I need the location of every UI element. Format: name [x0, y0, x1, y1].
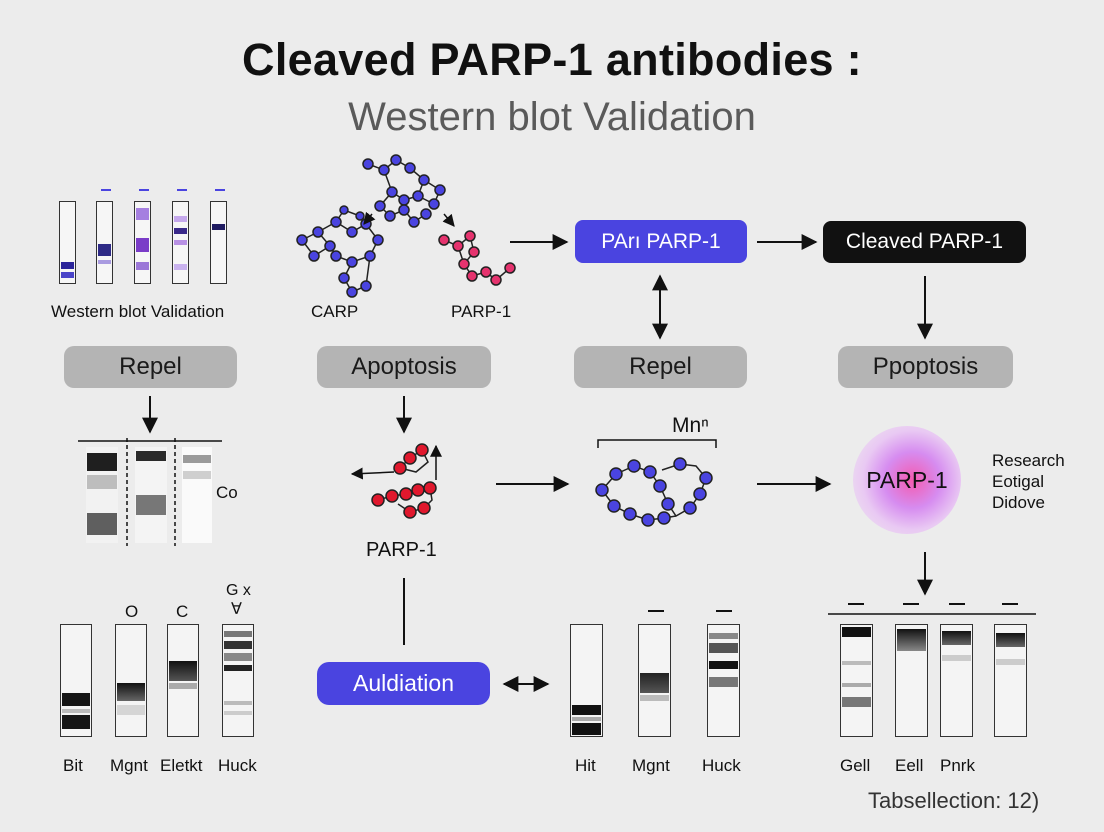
- gel-lane: [182, 447, 212, 543]
- mn-label: Mnⁿ: [672, 414, 709, 437]
- label-eletkt: Eletkt: [160, 756, 203, 775]
- footer-text: Tabsellection: 12): [868, 788, 1040, 813]
- page-subtitle: Western blot Validation: [348, 95, 756, 139]
- co-label: Co: [216, 483, 238, 502]
- molecule-carp: [296, 205, 384, 298]
- molecule-top-center: [362, 154, 446, 228]
- research-line: Eotigal: [992, 472, 1044, 491]
- gel-lane-bit: [60, 624, 92, 737]
- parp-box: PArı PARP-1: [575, 220, 747, 263]
- gel-lane-mgnt-2: [638, 624, 671, 737]
- label-eell: Eell: [895, 756, 924, 775]
- label-huck: Huck: [218, 756, 257, 775]
- gel-lane: [135, 447, 167, 543]
- carp-label: CARP: [311, 302, 359, 321]
- label-gell: Gell: [840, 756, 871, 775]
- pill-apoptosis: Apoptosis: [317, 346, 491, 388]
- label-hit: Hit: [575, 756, 596, 775]
- western-label: Western blot Validation: [51, 302, 225, 321]
- gel-lane-huck: [222, 624, 254, 737]
- label-mgnt-2: Mgnt: [632, 756, 670, 775]
- gel-lane-mgnt: [115, 624, 147, 737]
- research-text: Research Eotigal Didove: [992, 450, 1065, 513]
- label-pnrk: Pnrk: [940, 756, 975, 775]
- parp1-label-top: PARP-1: [451, 302, 512, 321]
- gel-lane: [86, 447, 118, 543]
- mark-o: O: [125, 602, 139, 621]
- tube: [172, 201, 189, 284]
- tube: [96, 201, 113, 284]
- gel-lane-eletkt: [167, 624, 199, 737]
- pill-ppoptosis: Ppoptosis: [838, 346, 1013, 388]
- tube: [134, 201, 151, 284]
- label-huck-2: Huck: [702, 756, 741, 775]
- gel-lane-huck-2: [707, 624, 740, 737]
- pill-repel-2: Repel: [574, 346, 747, 388]
- gel-lane-eell: [895, 624, 928, 737]
- parp1-label-mid: PARP-1: [366, 539, 437, 561]
- gel-lane-pnrk: [940, 624, 973, 737]
- page-title: Cleaved PARP-1 antibodies :: [242, 34, 862, 85]
- gel-lane-extra: [994, 624, 1027, 737]
- gel-lane-gell: [840, 624, 873, 737]
- label-mgnt: Mgnt: [110, 756, 148, 775]
- mark-c: C: [176, 602, 189, 621]
- tube: [59, 201, 76, 284]
- molecule-parp1-top: [438, 230, 516, 286]
- mark-gx: G x: [226, 582, 251, 599]
- mark-forall: ∀: [231, 601, 242, 618]
- pill-repel-1: Repel: [64, 346, 237, 388]
- label-bit: Bit: [63, 756, 83, 775]
- parp1-sphere: PARP-1: [853, 426, 961, 534]
- research-line: Didove: [992, 493, 1045, 512]
- molecule-parp1-mid: [371, 443, 437, 519]
- gel-lane-hit: [570, 624, 603, 737]
- auldiation-box: Auldiation: [317, 662, 490, 705]
- tube: [210, 201, 227, 284]
- molecule-ring: [595, 457, 713, 527]
- research-line: Research: [992, 451, 1065, 470]
- cleaved-parp-box: Cleaved PARP-1: [823, 221, 1026, 263]
